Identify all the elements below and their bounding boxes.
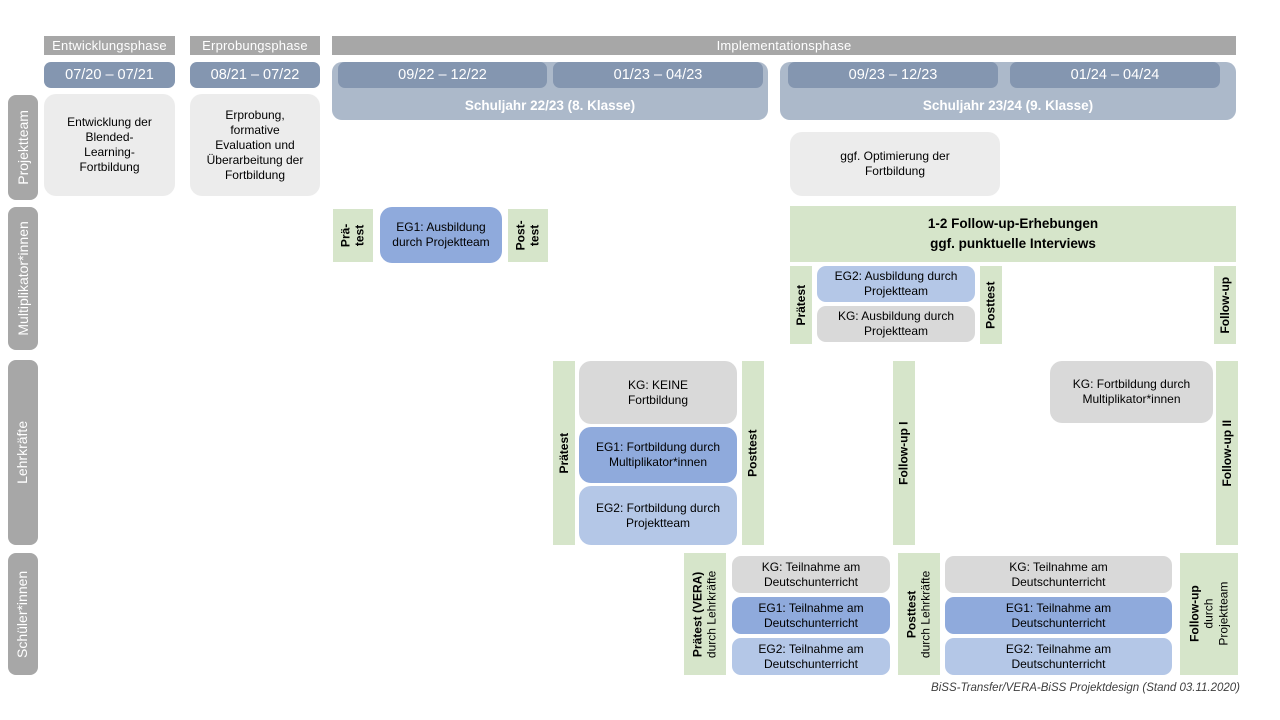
box-kg-deutschunterricht-1-text: KG: Teilnahme am Deutschunterricht [761, 559, 861, 589]
bar-followup-multiplikatoren: Follow-up [1214, 266, 1236, 344]
bar-followup1-l-text: Follow-up I [896, 421, 911, 485]
row-label-projektteam: Projektteam [8, 95, 38, 200]
date-bar-0124-0424: 01/24 – 04/24 [1010, 62, 1220, 88]
bar-followup-s-line3: Projektteam [1216, 581, 1231, 647]
box-eg1-deutschunterricht-1: EG1: Teilnahme am Deutschunterricht [732, 597, 890, 634]
bar-posttest-m1-line2: test [528, 224, 542, 247]
bar-praetest-l-text: Prätest [556, 432, 571, 474]
box-eg1-fortbildung-text: EG1: Fortbildung durch Multiplikator*inn… [595, 440, 721, 469]
box-eg1-fortbildung-multiplikatoren: EG1: Fortbildung durch Multiplikator*inn… [579, 427, 737, 483]
box-kg-keine-fortbildung-text: KG: KEINE Fortbildung [627, 377, 689, 407]
box-followup-erhebungen-line2: ggf. punktuelle Interviews [930, 236, 1096, 251]
row-label-schueler-text: Schüler*innen [14, 570, 31, 658]
box-eg2-ausbildung-projektteam: EG2: Ausbildung durch Projektteam [817, 266, 975, 302]
box-eg2-ausbildung-text: EG2: Ausbildung durch Projektteam [834, 269, 958, 298]
box-kg-keine-fortbildung: KG: KEINE Fortbildung [579, 361, 737, 424]
bar-followup2-lehrkraefte: Follow-up II [1216, 361, 1238, 545]
box-eg2-fortbildung-projektteam: EG2: Fortbildung durch Projektteam [579, 486, 737, 545]
bar-praetest-vera-line2: durch Lehrkräfte [705, 570, 720, 658]
box-optimierung-fortbildung: ggf. Optimierung der Fortbildung [790, 132, 1000, 196]
bar-posttest-multiplikatoren-2: Posttest [980, 266, 1002, 344]
bar-posttest-s-line1: Posttest [904, 590, 919, 638]
box-eg2-deutschunterricht-2: EG2: Teilnahme am Deutschunterricht [945, 638, 1172, 675]
bar-praetest-vera-schueler: Prätest (VERA) durch Lehrkräfte [684, 553, 726, 675]
date-bar-0821-0722: 08/21 – 07/22 [190, 62, 320, 88]
box-kg-fortbildung-multiplikatoren: KG: Fortbildung durch Multiplikator*inne… [1050, 361, 1213, 423]
schoolyear-label-22-23: Schuljahr 22/23 (8. Klasse) [464, 98, 636, 113]
box-eg2-fortbildung-text: EG2: Fortbildung durch Projektteam [595, 500, 721, 530]
bar-praetest-multiplikatoren-2: Prätest [790, 266, 812, 344]
box-eg1-deutschunterricht-2: EG1: Teilnahme am Deutschunterricht [945, 597, 1172, 634]
bar-posttest-schueler: Posttest durch Lehrkräfte [898, 553, 940, 675]
bar-praetest-m1-line1: Prä- [338, 223, 353, 248]
row-label-multiplikatoren: Multiplikator*innen [8, 207, 38, 350]
bar-followup-m-text: Follow-up [1217, 276, 1232, 334]
bar-posttest-m1-line1: Post- [513, 220, 528, 251]
footer-caption: BiSS-Transfer/VERA-BiSS Projektdesign (S… [931, 682, 1240, 694]
row-label-lehrkraefte: Lehrkräfte [8, 360, 38, 545]
box-followup-erhebungen-line1: 1-2 Follow-up-Erhebungen [927, 216, 1099, 232]
schoolyear-label-23-24: Schuljahr 23/24 (9. Klasse) [922, 98, 1094, 113]
bar-followup2-l-text: Follow-up II [1219, 419, 1234, 487]
bar-posttest-l-text: Posttest [745, 429, 760, 477]
row-label-multiplikatoren-text: Multiplikator*innen [14, 221, 31, 336]
date-bar-0720-0721: 07/20 – 07/21 [44, 62, 175, 88]
box-eg1-deutschunterricht-2-text: EG1: Teilnahme am Deutschunterricht [1005, 600, 1112, 630]
bar-followup-s-line1: Follow-up [1187, 585, 1202, 643]
box-eg2-deutschunterricht-1-text: EG2: Teilnahme am Deutschunterricht [758, 641, 864, 671]
box-kg-ausbildung-text: KG: Ausbildung durch Projektteam [837, 309, 955, 338]
box-entwicklung-fortbildung-text: Entwicklung der Blended-Learning-Fortbil… [67, 115, 152, 174]
bar-posttest-multiplikatoren-1: Post- test [508, 209, 548, 262]
box-kg-deutschunterricht-2: KG: Teilnahme am Deutschunterricht [945, 556, 1172, 593]
row-label-schueler: Schüler*innen [8, 553, 38, 675]
box-eg1-deutschunterricht-1-text: EG1: Teilnahme am Deutschunterricht [758, 600, 864, 630]
date-bar-0123-0423: 01/23 – 04/23 [553, 62, 763, 88]
bar-posttest-lehrkraefte: Posttest [742, 361, 764, 545]
box-erprobung-evaluation-text: Erprobung, formative Evaluation und Über… [206, 107, 304, 182]
row-label-lehrkraefte-text: Lehrkräfte [14, 420, 31, 485]
date-bar-0922-1222: 09/22 – 12/22 [338, 62, 547, 88]
phase-header-entwicklung: Entwicklungsphase [44, 36, 175, 55]
box-entwicklung-fortbildung: Entwicklung der Blended-Learning-Fortbil… [44, 94, 175, 196]
box-kg-deutschunterricht-1: KG: Teilnahme am Deutschunterricht [732, 556, 890, 593]
bar-followup-s-line2: durch [1201, 598, 1216, 630]
bar-posttest-m2-text: Posttest [983, 281, 998, 329]
bar-praetest-multiplikatoren-1: Prä- test [333, 209, 373, 262]
box-eg1-ausbildung-projektteam: EG1: Ausbildung durch Projektteam [380, 207, 502, 263]
box-optimierung-fortbildung-text: ggf. Optimierung der Fortbildung [840, 149, 950, 178]
box-kg-deutschunterricht-2-text: KG: Teilnahme am Deutschunterricht [1009, 559, 1108, 589]
box-kg-fortbildung-text: KG: Fortbildung durch Multiplikator*inne… [1072, 377, 1191, 406]
phase-header-erprobung: Erprobungsphase [190, 36, 320, 55]
bar-praetest-m2-text: Prätest [793, 284, 808, 326]
bar-followup-schueler: Follow-up durch Projektteam [1180, 553, 1238, 675]
bar-followup1-lehrkraefte: Follow-up I [893, 361, 915, 545]
box-kg-ausbildung-projektteam: KG: Ausbildung durch Projektteam [817, 306, 975, 342]
phase-header-implementation: Implementationsphase [332, 36, 1236, 55]
row-label-projektteam-text: Projektteam [14, 110, 31, 185]
box-erprobung-evaluation: Erprobung, formative Evaluation und Über… [190, 94, 320, 196]
box-eg2-deutschunterricht-2-text: EG2: Teilnahme am Deutschunterricht [1005, 641, 1112, 671]
box-eg2-deutschunterricht-1: EG2: Teilnahme am Deutschunterricht [732, 638, 890, 675]
box-eg1-ausbildung-text: EG1: Ausbildung durch Projektteam [392, 220, 490, 249]
bar-posttest-s-line2: durch Lehrkräfte [919, 570, 934, 658]
bar-praetest-vera-line1: Prätest (VERA) [690, 571, 705, 657]
date-bar-0923-1223: 09/23 – 12/23 [788, 62, 998, 88]
bar-praetest-m1-line2: test [353, 224, 367, 247]
box-followup-erhebungen: 1-2 Follow-up-Erhebungen ggf. punktuelle… [790, 206, 1236, 262]
bar-praetest-lehrkraefte: Prätest [553, 361, 575, 545]
